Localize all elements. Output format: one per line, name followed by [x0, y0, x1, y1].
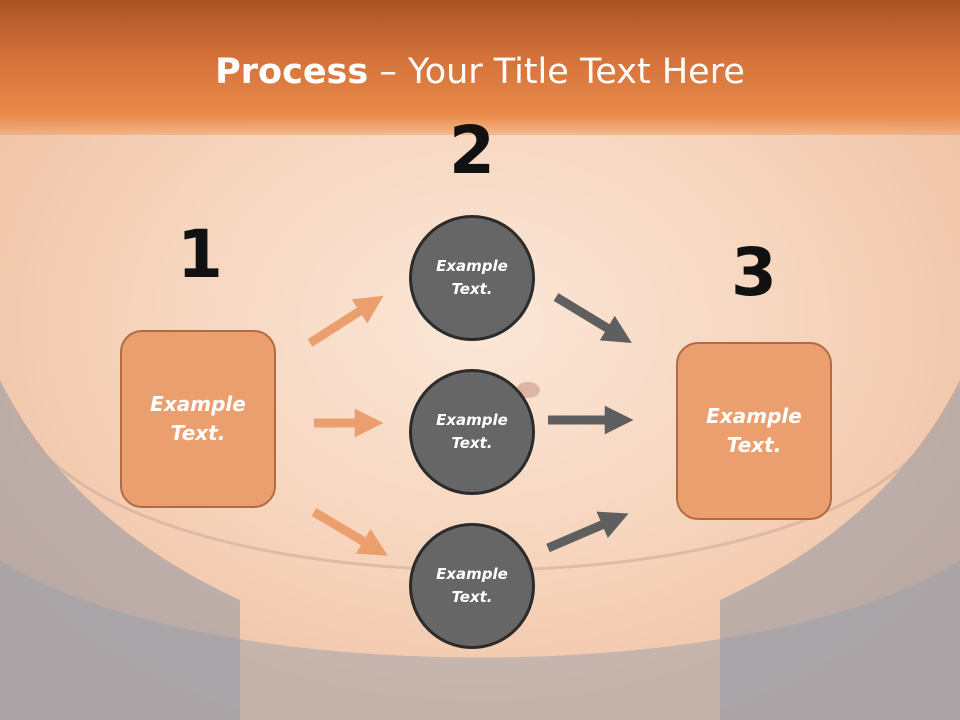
circle-top-label: Example Text.: [436, 256, 508, 298]
step-number-1: 1: [177, 216, 223, 293]
step-1-box-label: Example Text.: [150, 392, 246, 445]
header-band: [0, 0, 960, 135]
jeans-waist: [0, 560, 960, 720]
step-3-box[interactable]: Example Text.: [676, 342, 832, 520]
step-3-box-label: Example Text.: [706, 404, 802, 457]
title-bold: Process: [215, 52, 369, 92]
step-2-circle-middle[interactable]: Example Text.: [409, 369, 535, 495]
circle-middle-label: Example Text.: [436, 410, 508, 452]
step-number-2: 2: [449, 112, 495, 189]
slide-title: Process – Your Title Text Here: [0, 52, 960, 92]
circle-bottom-label: Example Text.: [436, 564, 508, 606]
step-1-box[interactable]: Example Text.: [120, 330, 276, 508]
step-2-circle-bottom[interactable]: Example Text.: [409, 523, 535, 649]
title-rest: – Your Title Text Here: [368, 52, 745, 92]
step-2-circle-top[interactable]: Example Text.: [409, 215, 535, 341]
step-number-3: 3: [731, 234, 777, 311]
